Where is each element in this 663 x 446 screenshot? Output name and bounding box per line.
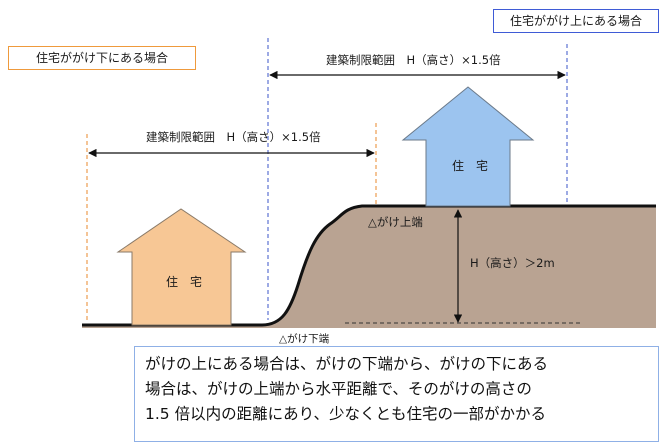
house-upper (401, 86, 535, 207)
case-house-below-label: 住宅ががけ下にある場合 (8, 46, 196, 70)
cliff-top-label: △がけ上端 (368, 215, 423, 229)
caption-line-1: がけの上にある場合は、がけの下端から、がけの下にある (145, 355, 549, 373)
explanation-caption: がけの上にある場合は、がけの下端から、がけの下にある 場合は、がけの上端から水平… (134, 346, 659, 442)
range-lower-label: 建築制限範囲 H（高さ）×1.5倍 (146, 130, 321, 144)
ground-cliff (82, 206, 656, 328)
range-upper-label: 建築制限範囲 H（高さ）×1.5倍 (326, 53, 501, 67)
ground-outline (82, 204, 656, 327)
house-lower (116, 208, 247, 326)
house-upper-label: 住 宅 (452, 159, 489, 173)
house-lower-label: 住 宅 (166, 275, 203, 289)
caption-line-2: 場合は、がけの上端から水平距離で、そのがけの高さの (145, 380, 532, 398)
cliff-bottom-label: △がけ下端 (279, 333, 330, 345)
case-house-above-label: 住宅ががけ上にある場合 (493, 9, 659, 33)
height-condition-label: H（高さ）＞2m (470, 256, 555, 270)
caption-line-3: 1.5 倍以内の距離にあり、少なくとも住宅の一部がかかる (145, 405, 546, 423)
